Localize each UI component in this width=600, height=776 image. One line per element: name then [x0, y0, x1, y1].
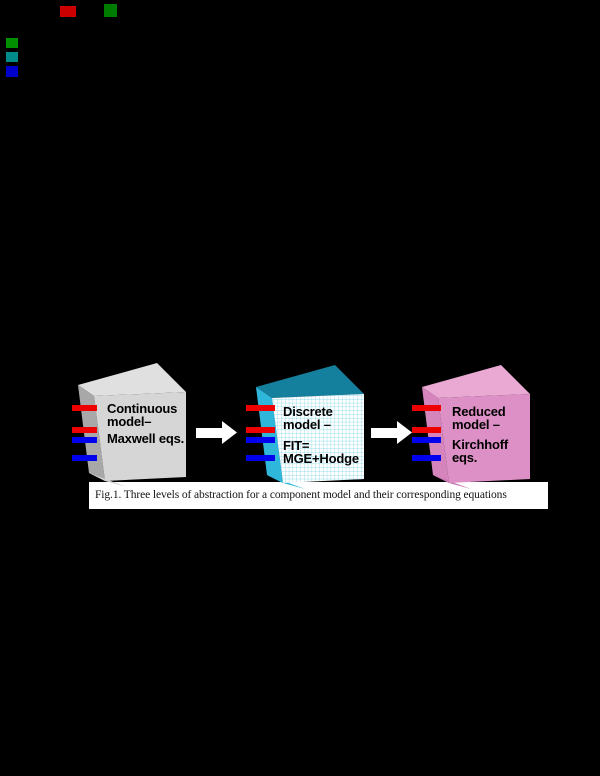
- label-line: model –: [452, 417, 500, 432]
- cube-top-face: [78, 363, 186, 396]
- label-continuous-model: Continuous model– Maxwell eqs.: [107, 402, 184, 445]
- label-line: Kirchhoff: [452, 437, 508, 452]
- terminal-pin-red: [246, 405, 275, 411]
- terminal-pin-blue: [246, 455, 275, 461]
- label-line: Reduced: [452, 404, 506, 419]
- label-line: eqs.: [452, 450, 478, 465]
- label-line: Discrete: [283, 404, 333, 419]
- cube-top-face: [256, 365, 364, 398]
- terminal-pin-blue: [72, 437, 97, 443]
- label-line: MGE+Hodge: [283, 451, 359, 466]
- cube-left-face: [78, 385, 105, 481]
- cube-top-face: [422, 365, 530, 398]
- label-line: Maxwell eqs.: [107, 431, 185, 446]
- terminal-pin-blue: [412, 437, 441, 443]
- label-line: Continuous: [107, 401, 178, 416]
- terminal-pin-red: [72, 405, 97, 411]
- edge-mark-teal: [6, 52, 18, 62]
- terminal-pin-red: [412, 427, 441, 433]
- corner-mark-green: [104, 4, 117, 17]
- terminal-pin-red: [72, 427, 97, 433]
- arrow-continuous-to-discrete-icon: [196, 421, 237, 444]
- label-line: FIT=: [283, 438, 310, 453]
- label-line: model–: [107, 414, 152, 429]
- corner-mark-red: [60, 6, 76, 17]
- terminal-pin-blue: [72, 455, 97, 461]
- label-reduced-model: Reduced model – Kirchhoff eqs.: [452, 405, 508, 464]
- cube-left-face: [256, 387, 283, 483]
- terminal-pin-blue: [246, 437, 275, 443]
- arrow-discrete-to-reduced-icon: [371, 421, 412, 444]
- label-discrete-model: Discrete model – FIT= MGE+Hodge: [283, 405, 359, 465]
- figure-caption-bar: Fig.1. Three levels of abstraction for a…: [89, 482, 548, 509]
- edge-mark-green: [6, 38, 18, 48]
- terminal-pin-red: [246, 427, 275, 433]
- edge-mark-blue: [6, 66, 18, 77]
- terminal-pin-blue: [412, 455, 441, 461]
- figure-caption: Fig.1. Three levels of abstraction for a…: [95, 489, 507, 501]
- terminal-pin-red: [412, 405, 441, 411]
- cube-left-face: [422, 387, 449, 483]
- label-line: model –: [283, 417, 331, 432]
